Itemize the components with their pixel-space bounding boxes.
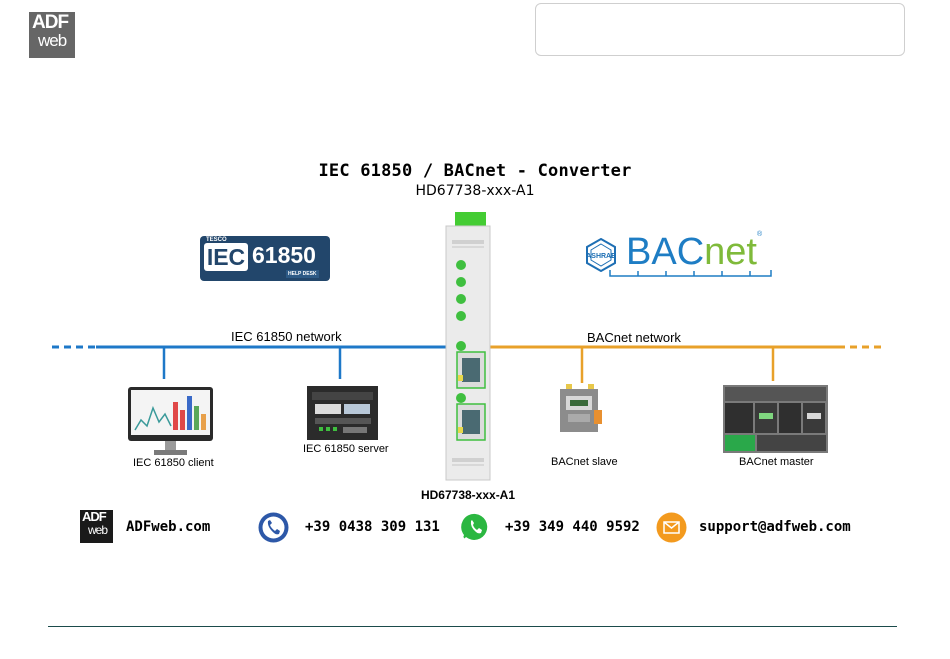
footer-divider bbox=[48, 626, 897, 627]
email-icon bbox=[656, 512, 687, 543]
small-logo-text-top: ADF bbox=[82, 509, 106, 524]
protection-relay-icon bbox=[307, 386, 378, 440]
monitor-icon bbox=[127, 386, 214, 456]
whatsapp-number[interactable]: +39 349 440 9592 bbox=[505, 519, 640, 535]
energy-meter-icon bbox=[558, 384, 604, 434]
whatsapp-icon bbox=[460, 512, 491, 543]
bacnet-network-label: BACnet network bbox=[585, 330, 683, 345]
small-logo-text-bottom: web bbox=[88, 523, 107, 537]
adfweb-small-logo: ADF web bbox=[80, 510, 113, 543]
converter-device-icon bbox=[445, 212, 491, 482]
phone-number[interactable]: +39 0438 309 131 bbox=[305, 519, 440, 535]
email-address[interactable]: support@adfweb.com bbox=[699, 519, 851, 535]
iec-network-label: IEC 61850 network bbox=[229, 329, 344, 344]
device-caption: HD67738-xxx-A1 bbox=[0, 488, 936, 502]
iec-client-caption: IEC 61850 client bbox=[133, 457, 214, 469]
iec-server-caption: IEC 61850 server bbox=[303, 443, 389, 455]
website-link[interactable]: ADFweb.com bbox=[126, 519, 210, 535]
phone-icon bbox=[258, 512, 289, 543]
bacnet-controller-icon bbox=[723, 385, 828, 453]
bacnet-slave-caption: BACnet slave bbox=[551, 456, 618, 468]
bacnet-master-caption: BACnet master bbox=[739, 456, 814, 468]
